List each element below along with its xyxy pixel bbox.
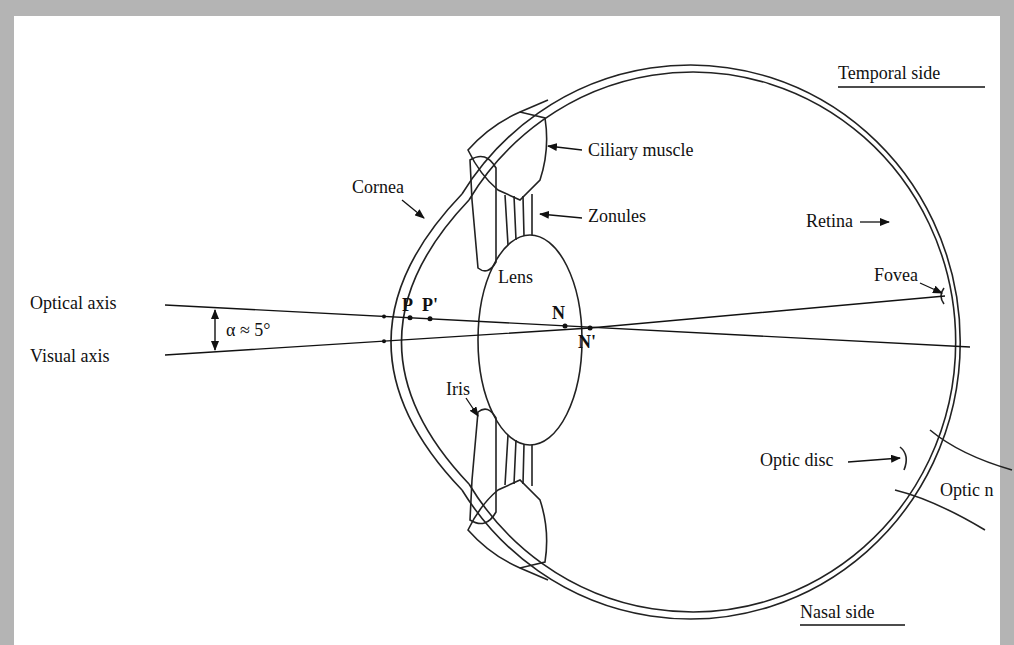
axis-label: Visual axis: [30, 347, 109, 367]
angle-arrow: [214, 310, 215, 350]
nodal-point: [563, 323, 568, 328]
ciliary-edge: [520, 568, 548, 580]
zonule-fibres: [505, 435, 532, 486]
leader-line: [848, 458, 900, 462]
point-label: N: [552, 304, 565, 324]
cornea-inner: [402, 200, 470, 484]
principal-point: [428, 316, 433, 321]
angle-label: α ≈ 5°: [224, 321, 273, 341]
part-label: Optic disc: [760, 451, 834, 471]
optic-nerve: [930, 430, 1012, 470]
nodal-point: [588, 326, 593, 331]
underline: [838, 86, 985, 87]
part-label: Fovea: [874, 266, 918, 286]
leader-line: [920, 283, 942, 293]
axis-vertex: [382, 314, 386, 318]
ciliary-edge: [520, 100, 548, 112]
underline: [800, 624, 905, 625]
part-label: Optic n: [940, 481, 994, 501]
axis-vertex: [382, 339, 386, 343]
part-label: Iris: [446, 380, 470, 400]
leader-line: [548, 146, 582, 150]
leader-line: [402, 200, 424, 218]
optical-axis: [165, 305, 970, 347]
zonule-fibres: [505, 194, 532, 245]
principal-point: [408, 315, 413, 320]
part-label: Zonules: [588, 207, 646, 227]
iris-top: [470, 156, 496, 270]
point-label: P': [422, 296, 438, 316]
optic-disc: [900, 447, 906, 470]
point-label: N': [578, 333, 596, 353]
part-label: Lens: [498, 268, 533, 288]
leader-line: [540, 214, 582, 218]
part-label: Retina: [806, 212, 853, 232]
visual-axis: [165, 296, 945, 355]
part-label: Cornea: [352, 178, 404, 198]
paper: [14, 16, 1000, 645]
part-label: Ciliary muscle: [588, 141, 693, 161]
iris-bottom: [470, 409, 496, 523]
region-label: Nasal side: [800, 603, 874, 623]
leader-line: [466, 398, 478, 416]
leader-line: [860, 221, 889, 222]
region-label: Temporal side: [838, 64, 940, 84]
axis-label: Optical axis: [30, 294, 116, 314]
point-label: P: [402, 296, 413, 316]
